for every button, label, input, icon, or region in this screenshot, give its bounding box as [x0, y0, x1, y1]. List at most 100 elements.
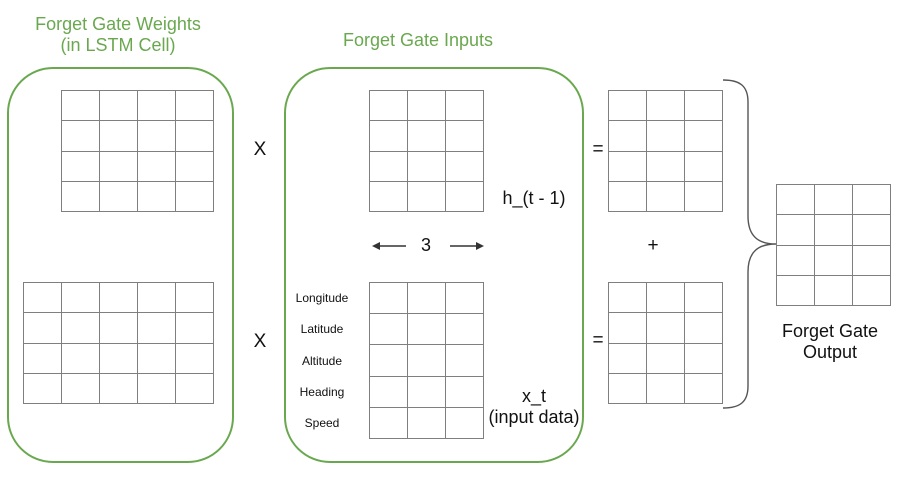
matrix-cell — [62, 373, 100, 404]
matrix-cell — [609, 283, 647, 314]
weights-title-line1: Forget Gate Weights — [35, 14, 201, 34]
matrix-cell — [100, 343, 138, 374]
matrix-cell — [138, 181, 176, 212]
matrix-cell — [853, 275, 891, 306]
input-label-line1: x_t — [521, 386, 546, 406]
matrix-cell — [24, 313, 62, 344]
matrix-cell — [815, 245, 853, 276]
multiply-operator-top: X — [253, 139, 267, 160]
weights-hidden-matrix — [61, 90, 214, 212]
matrix-cell — [138, 283, 176, 314]
matrix-cell — [647, 343, 685, 374]
hidden-state-matrix — [369, 90, 484, 212]
feature-label-altitude: Altitude — [301, 354, 343, 368]
weights-panel — [7, 67, 234, 463]
hidden-state-label: h_(t - 1) — [502, 188, 566, 208]
dimension-arrows — [372, 242, 484, 250]
result-input-matrix — [608, 282, 723, 404]
matrix-cell — [62, 283, 100, 314]
matrix-cell — [815, 215, 853, 246]
matrix-cell — [853, 245, 891, 276]
gate-output-matrix — [776, 184, 891, 306]
matrix-cell — [647, 181, 685, 212]
matrix-cell — [408, 151, 446, 182]
matrix-cell — [138, 151, 176, 182]
matrix-cell — [647, 313, 685, 344]
matrix-cell — [685, 151, 723, 182]
matrix-cell — [408, 376, 446, 408]
matrix-cell — [370, 376, 408, 408]
equals-operator-top: = — [592, 139, 604, 160]
matrix-cell — [853, 215, 891, 246]
matrix-cell — [62, 181, 100, 212]
matrix-cell — [777, 275, 815, 306]
matrix-cell — [176, 313, 214, 344]
matrix-cell — [100, 181, 138, 212]
input-data-matrix — [369, 282, 484, 439]
matrix-cell — [446, 345, 484, 377]
matrix-cell — [138, 373, 176, 404]
matrix-cell — [446, 121, 484, 152]
matrix-cell — [609, 121, 647, 152]
matrix-cell — [176, 283, 214, 314]
result-hidden-matrix — [608, 90, 723, 212]
feature-label-speed: Speed — [304, 416, 340, 430]
matrix-cell — [138, 343, 176, 374]
output-label-line2: Output — [802, 342, 858, 362]
matrix-cell — [370, 181, 408, 212]
matrix-cell — [685, 313, 723, 344]
matrix-cell — [370, 91, 408, 122]
matrix-cell — [370, 314, 408, 346]
feature-label-heading: Heading — [299, 385, 345, 399]
matrix-cell — [176, 373, 214, 404]
matrix-cell — [609, 181, 647, 212]
matrix-cell — [370, 121, 408, 152]
matrix-cell — [446, 91, 484, 122]
inputs-panel-title: Forget Gate Inputs — [342, 30, 494, 50]
matrix-cell — [370, 407, 408, 439]
matrix-cell — [408, 121, 446, 152]
matrix-cell — [370, 345, 408, 377]
matrix-cell — [62, 121, 100, 152]
output-label-line1: Forget Gate — [781, 321, 879, 341]
matrix-cell — [647, 91, 685, 122]
matrix-cell — [446, 283, 484, 315]
matrix-cell — [100, 283, 138, 314]
weights-input-matrix — [23, 282, 214, 404]
matrix-cell — [446, 407, 484, 439]
matrix-cell — [176, 151, 214, 182]
matrix-cell — [138, 121, 176, 152]
multiply-operator-bottom: X — [253, 331, 267, 352]
matrix-cell — [100, 313, 138, 344]
inputs-panel — [284, 67, 584, 463]
matrix-cell — [100, 121, 138, 152]
matrix-cell — [647, 283, 685, 314]
dimension-label: 3 — [420, 235, 431, 255]
matrix-cell — [685, 343, 723, 374]
matrix-cell — [62, 313, 100, 344]
matrix-cell — [138, 91, 176, 122]
matrix-cell — [176, 181, 214, 212]
matrix-cell — [647, 121, 685, 152]
matrix-cell — [176, 343, 214, 374]
matrix-cell — [176, 121, 214, 152]
matrix-cell — [370, 151, 408, 182]
sum-brace-icon — [722, 79, 777, 409]
matrix-cell — [815, 275, 853, 306]
weights-panel-title: Forget Gate Weights (in LSTM Cell) — [8, 14, 228, 56]
gate-output-label: Forget Gate Output — [770, 321, 890, 363]
left-arrow-icon — [372, 242, 406, 250]
matrix-cell — [100, 91, 138, 122]
matrix-cell — [446, 151, 484, 182]
matrix-cell — [777, 185, 815, 216]
matrix-cell — [62, 91, 100, 122]
feature-label-latitude: Latitude — [300, 322, 344, 336]
matrix-cell — [685, 91, 723, 122]
matrix-cell — [408, 283, 446, 315]
matrix-cell — [815, 185, 853, 216]
weights-title-line2: (in LSTM Cell) — [60, 35, 176, 55]
matrix-cell — [408, 345, 446, 377]
matrix-cell — [685, 121, 723, 152]
matrix-cell — [446, 314, 484, 346]
